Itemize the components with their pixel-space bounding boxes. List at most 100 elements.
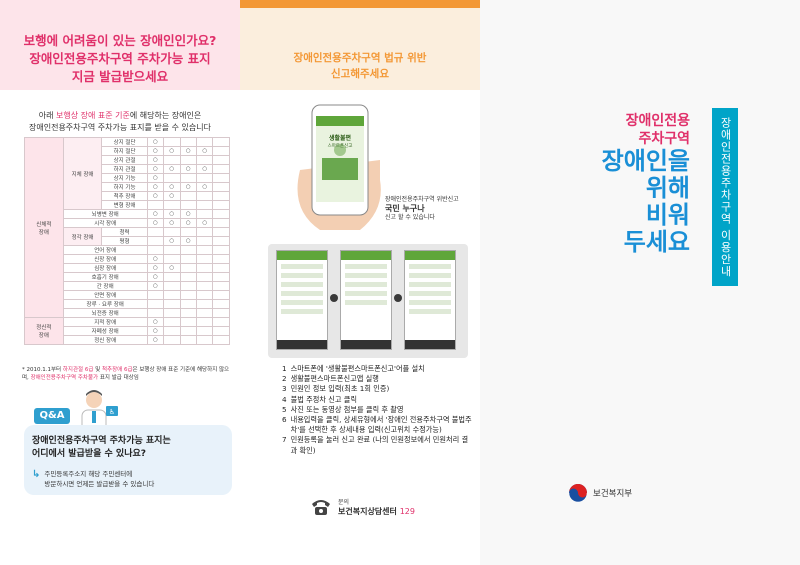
mark-cell — [196, 245, 214, 255]
mark-cell: ○ — [146, 272, 165, 282]
row-label: 호흡기 장애 — [62, 272, 148, 282]
mark-cell — [179, 191, 198, 201]
mark-cell — [212, 281, 230, 291]
mark-cell — [196, 155, 214, 165]
step-number: 5 — [282, 404, 287, 414]
subgroup-cell: 정각 장애 — [62, 227, 103, 246]
step-text: 민원등록을 눌러 신고 완료 (나의 민원정보에서 민원처리 결과 확인) — [290, 435, 469, 455]
mark-cell — [146, 227, 165, 237]
row-label: 뇌전증 장애 — [62, 308, 148, 318]
mark-cell — [212, 290, 230, 300]
panel-cover — [480, 0, 800, 565]
mark-cell — [146, 299, 165, 309]
step-number: 4 — [282, 394, 287, 404]
mark-cell — [196, 299, 214, 309]
contact-label: 문의 — [338, 499, 350, 506]
header-line: 신고해주세요 — [331, 68, 389, 80]
mark-cell: ○ — [146, 326, 165, 336]
mark-cell — [196, 173, 214, 183]
ministry-name: 보건복지부 — [593, 489, 633, 499]
mark-cell — [212, 263, 230, 273]
mark-cell: ○ — [146, 155, 165, 165]
mark-cell: ○ — [146, 317, 165, 327]
step-number: 6 — [282, 415, 287, 425]
ministry-logo: 보건복지부 — [568, 483, 632, 503]
mark-cell: ○ — [163, 182, 181, 192]
app-screen — [276, 250, 328, 350]
mark-cell: ○ — [179, 182, 198, 192]
footnote: * 2010.1.1부터 하지관절 6급 및 척추장애 6급은 보행상 장애 표… — [22, 367, 230, 381]
row-label: 언어 장애 — [62, 245, 148, 255]
mark-cell — [179, 137, 198, 147]
mark-cell — [196, 308, 214, 318]
panel-report: 장애인전용주차구역 법규 위반 신고해주세요 생활불편 스마트폰신고 장애인전용… — [240, 0, 480, 565]
panel-eligibility: 보행에 어려움이 있는 장애인인가요? 장애인전용주차구역 주차가능 표지 지금… — [0, 0, 240, 565]
mark-cell — [179, 254, 198, 264]
mark-cell: ○ — [163, 218, 181, 228]
mark-cell: ○ — [179, 146, 198, 156]
mark-cell — [212, 146, 230, 156]
table-row: 심장 장애○○ — [25, 263, 230, 273]
row-label: 지적 장애 — [62, 317, 148, 327]
mark-cell — [163, 245, 181, 255]
mark-cell: ○ — [163, 263, 181, 273]
mark-cell — [212, 182, 230, 192]
step-number: 2 — [282, 374, 287, 384]
mark-cell — [163, 200, 181, 210]
arrow-icon: ↳ — [32, 469, 41, 480]
step-text: 생활불편스마트폰신고앱 실행 — [290, 374, 379, 384]
mark-cell — [163, 137, 181, 147]
qa-question: 장애인전용주차구역 주차가능 표지는 어디에서 발급받을 수 있나요? — [32, 436, 171, 459]
intro-highlight: 보행상 장애 표준 기준 — [56, 111, 130, 120]
table-row: 정신 장애○ — [25, 335, 230, 345]
group-cell: 신체적 장애 — [24, 137, 64, 318]
mark-cell — [179, 155, 198, 165]
header-line: 장애인전용주차구역 주차가능 표지 — [29, 51, 211, 66]
step-text: 스마트폰에 '생활불편스마트폰신고'어플 설치 — [290, 364, 425, 373]
mark-cell: ○ — [179, 218, 198, 228]
intro-text: 에 해당하는 장애인은 — [129, 111, 202, 120]
row-label: 정신 장애 — [62, 335, 148, 345]
report-header: 장애인전용주차구역 법규 위반 신고해주세요 — [240, 0, 480, 90]
mark-cell: ○ — [146, 164, 165, 174]
mark-cell — [163, 254, 181, 264]
mark-cell — [163, 290, 181, 300]
mark-cell — [179, 290, 198, 300]
mark-cell — [196, 272, 214, 282]
mark-cell — [163, 335, 181, 345]
row-label: 변형 장애 — [101, 200, 148, 210]
mark-cell — [163, 326, 181, 336]
header-line: 보행에 어려움이 있는 장애인인가요? — [23, 33, 217, 48]
mark-cell — [146, 308, 165, 318]
mark-cell — [212, 155, 230, 165]
mark-cell — [179, 227, 198, 237]
mark-cell — [196, 200, 214, 210]
mark-cell — [179, 173, 198, 183]
mark-cell — [179, 263, 198, 273]
mark-cell — [179, 245, 198, 255]
eligibility-intro: 아래 보행상 장애 표준 기준에 해당하는 장애인은 장애인전용주차구역 주차가… — [0, 110, 240, 134]
row-label: 하지 관절 — [101, 164, 148, 174]
contact: 문의 보건복지상담센터 129 — [310, 497, 460, 517]
mark-cell — [163, 173, 181, 183]
qa-badge: Q&A — [34, 408, 70, 424]
mark-cell — [212, 218, 230, 228]
mark-cell: ○ — [146, 254, 165, 264]
mark-cell — [179, 335, 198, 345]
app-screen — [404, 250, 456, 350]
step-text: 내용입력을 클릭, 상세유형에서 '장애인 전용주차구역 불법주차'를 선택한 … — [290, 415, 472, 435]
table-row: 안면 장애 — [25, 290, 230, 300]
app-screen — [340, 250, 392, 350]
mark-cell — [196, 263, 214, 273]
mark-cell — [196, 290, 214, 300]
mark-cell — [196, 137, 214, 147]
row-label: 안면 장애 — [62, 290, 148, 300]
